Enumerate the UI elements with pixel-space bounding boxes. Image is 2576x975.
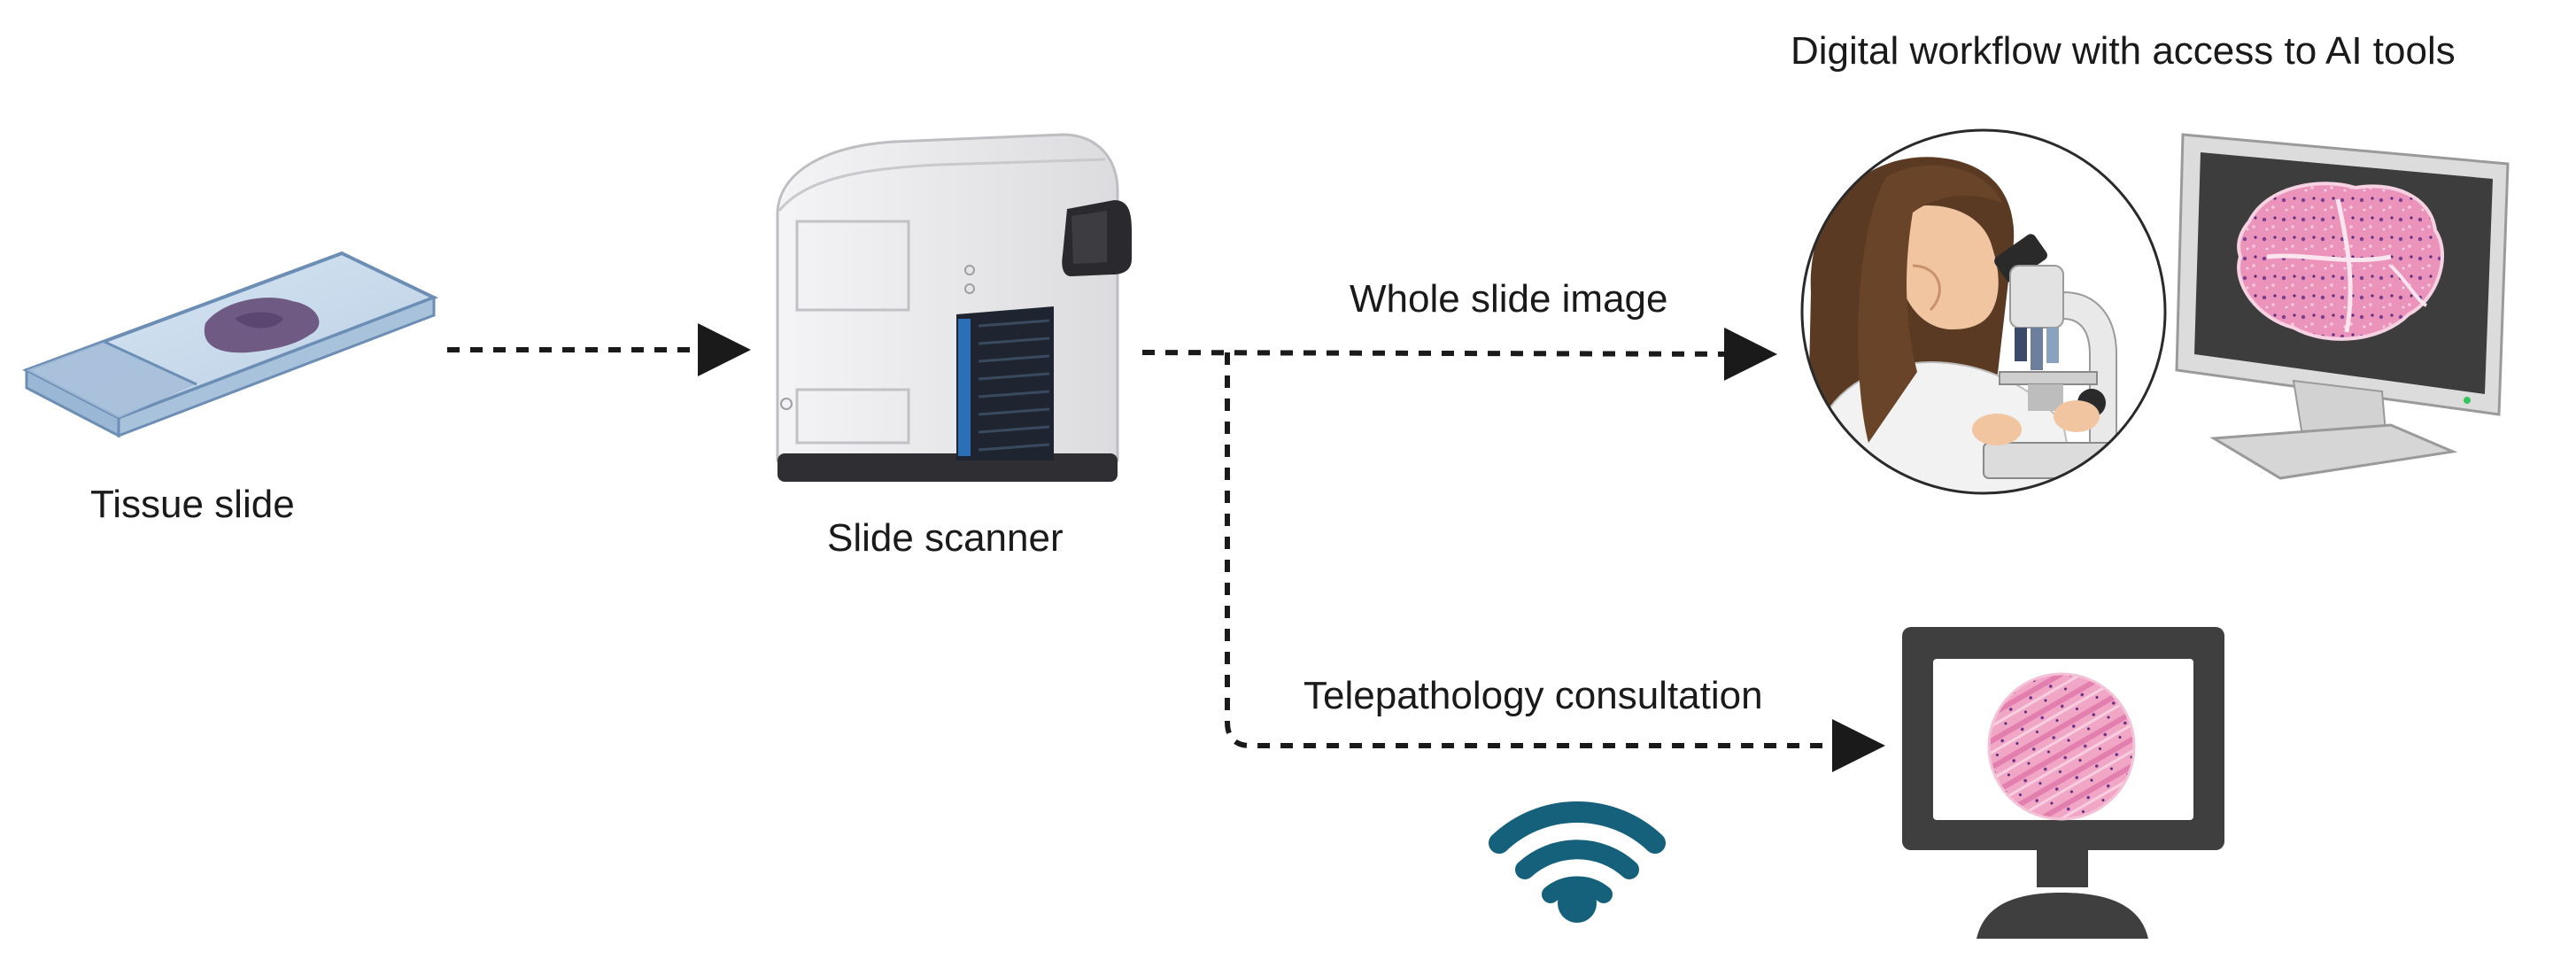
- monitor-tissue-image-icon: [2175, 133, 2510, 480]
- slide-scanner-label: Slide scanner: [827, 516, 1064, 560]
- slide-scanner-icon: [776, 133, 1132, 482]
- whole-slide-image-label: Whole slide image: [1350, 277, 1668, 321]
- arrow-scanner-to-whole-slide-image: [1141, 327, 1777, 381]
- telepathology-consultation-label: Telepathology consultation: [1303, 674, 1763, 717]
- remote-monitor-icon: [1902, 627, 2224, 939]
- tissue-slide-icon: [22, 251, 439, 438]
- wifi-icon: [1489, 801, 1666, 923]
- tissue-slide-label: Tissue slide: [90, 483, 295, 526]
- pathologist-microscope-icon: [1800, 128, 2167, 495]
- arrow-scanner-to-telepathology: [1225, 352, 1885, 772]
- digital-workflow-label: Digital workflow with access to AI tools: [1791, 29, 2456, 73]
